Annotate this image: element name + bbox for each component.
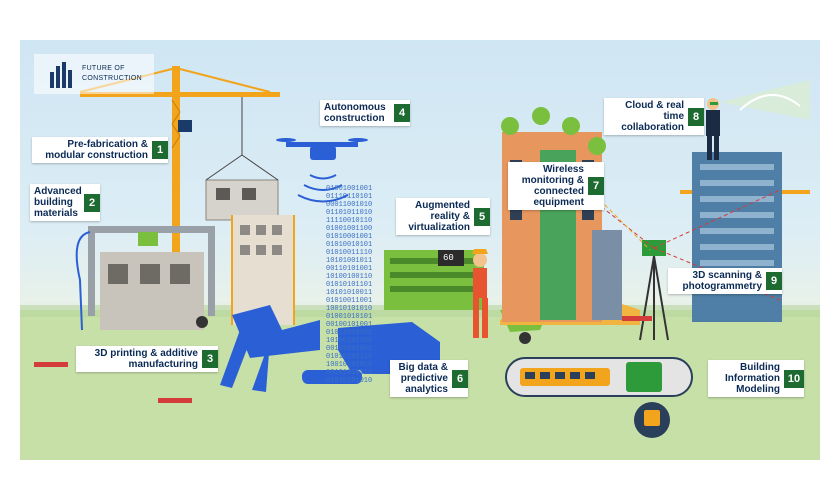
skyscraper-right xyxy=(692,152,782,322)
ar-display-reading: 60 xyxy=(443,253,454,263)
label-bigdata-text: Big data & predictive analytics xyxy=(398,362,448,395)
drone xyxy=(276,138,368,203)
businessman-vr xyxy=(706,80,810,160)
logo-line-2: CONSTRUCTION xyxy=(82,75,142,82)
layers-icon xyxy=(626,362,662,392)
label-bim-text: Building Information Modeling xyxy=(725,362,780,395)
label-wireless-number: 7 xyxy=(588,177,604,195)
logo-icon xyxy=(50,62,72,88)
label-cloud-text: Cloud & real time collaboration xyxy=(621,100,684,133)
label-autonomous: Autonomous construction 4 xyxy=(320,100,410,126)
binary-data-stream: 01001001001 01110110101 00011001010 0110… xyxy=(326,185,373,385)
label-autonomous-text: Autonomous construction xyxy=(324,102,386,124)
3d-printer-gantry xyxy=(75,226,215,331)
building-left xyxy=(231,215,295,325)
logo-line-1: FUTURE OF xyxy=(82,65,125,72)
infographic-canvas: FUTURE OF CONSTRUCTION 01001001001 01110… xyxy=(20,40,820,460)
label-scanning-text: 3D scanning & photogrammetry xyxy=(682,270,762,292)
label-wireless: Wireless monitoring & connected equipmen… xyxy=(508,162,604,210)
label-wireless-text: Wireless monitoring & connected equipmen… xyxy=(521,164,584,208)
label-printing-number: 3 xyxy=(202,350,218,368)
gears-icon xyxy=(588,137,606,155)
label-cloud: Cloud & real time collaboration 8 xyxy=(604,98,704,135)
sun-icon xyxy=(501,117,519,135)
label-ar-number: 5 xyxy=(474,207,490,226)
label-autonomous-number: 4 xyxy=(394,104,410,122)
robot-icon xyxy=(562,117,580,135)
label-prefab-text: Pre-fabrication & modular construction xyxy=(45,139,148,161)
plug-icon xyxy=(532,107,550,125)
construction-scene xyxy=(20,66,820,460)
wireless-building xyxy=(502,132,622,322)
barriers xyxy=(34,316,652,403)
label-scanning-number: 9 xyxy=(766,272,782,290)
label-ar-text: Augmented reality & virtualization xyxy=(408,200,470,233)
bridge-hologram xyxy=(739,93,801,111)
label-bigdata: Big data & predictive analytics 6 xyxy=(390,360,468,397)
label-scanning: 3D scanning & photogrammetry 9 xyxy=(668,268,782,294)
label-bim: Building Information Modeling 10 xyxy=(708,360,804,397)
label-ar: Augmented reality & virtualization 5 xyxy=(396,198,490,235)
label-cloud-number: 8 xyxy=(688,107,704,126)
label-printing: 3D printing & additive manufacturing 3 xyxy=(76,346,218,372)
label-bigdata-number: 6 xyxy=(452,369,468,388)
label-printing-text: 3D printing & additive manufacturing xyxy=(94,348,198,370)
label-bim-number: 10 xyxy=(784,369,804,388)
ar-platform xyxy=(384,250,484,310)
label-materials-number: 2 xyxy=(84,193,100,212)
label-prefab-number: 1 xyxy=(152,141,168,159)
iot-icons xyxy=(501,107,606,155)
label-prefab: Pre-fabrication & modular construction 1 xyxy=(32,137,168,163)
autonomous-excavator xyxy=(220,305,362,392)
prefab-module xyxy=(205,154,279,221)
logo: FUTURE OF CONSTRUCTION xyxy=(34,54,154,94)
label-materials: Advanced building materials 2 xyxy=(30,184,100,221)
tunnel-train xyxy=(505,357,693,438)
label-materials-text: Advanced building materials xyxy=(34,186,82,219)
